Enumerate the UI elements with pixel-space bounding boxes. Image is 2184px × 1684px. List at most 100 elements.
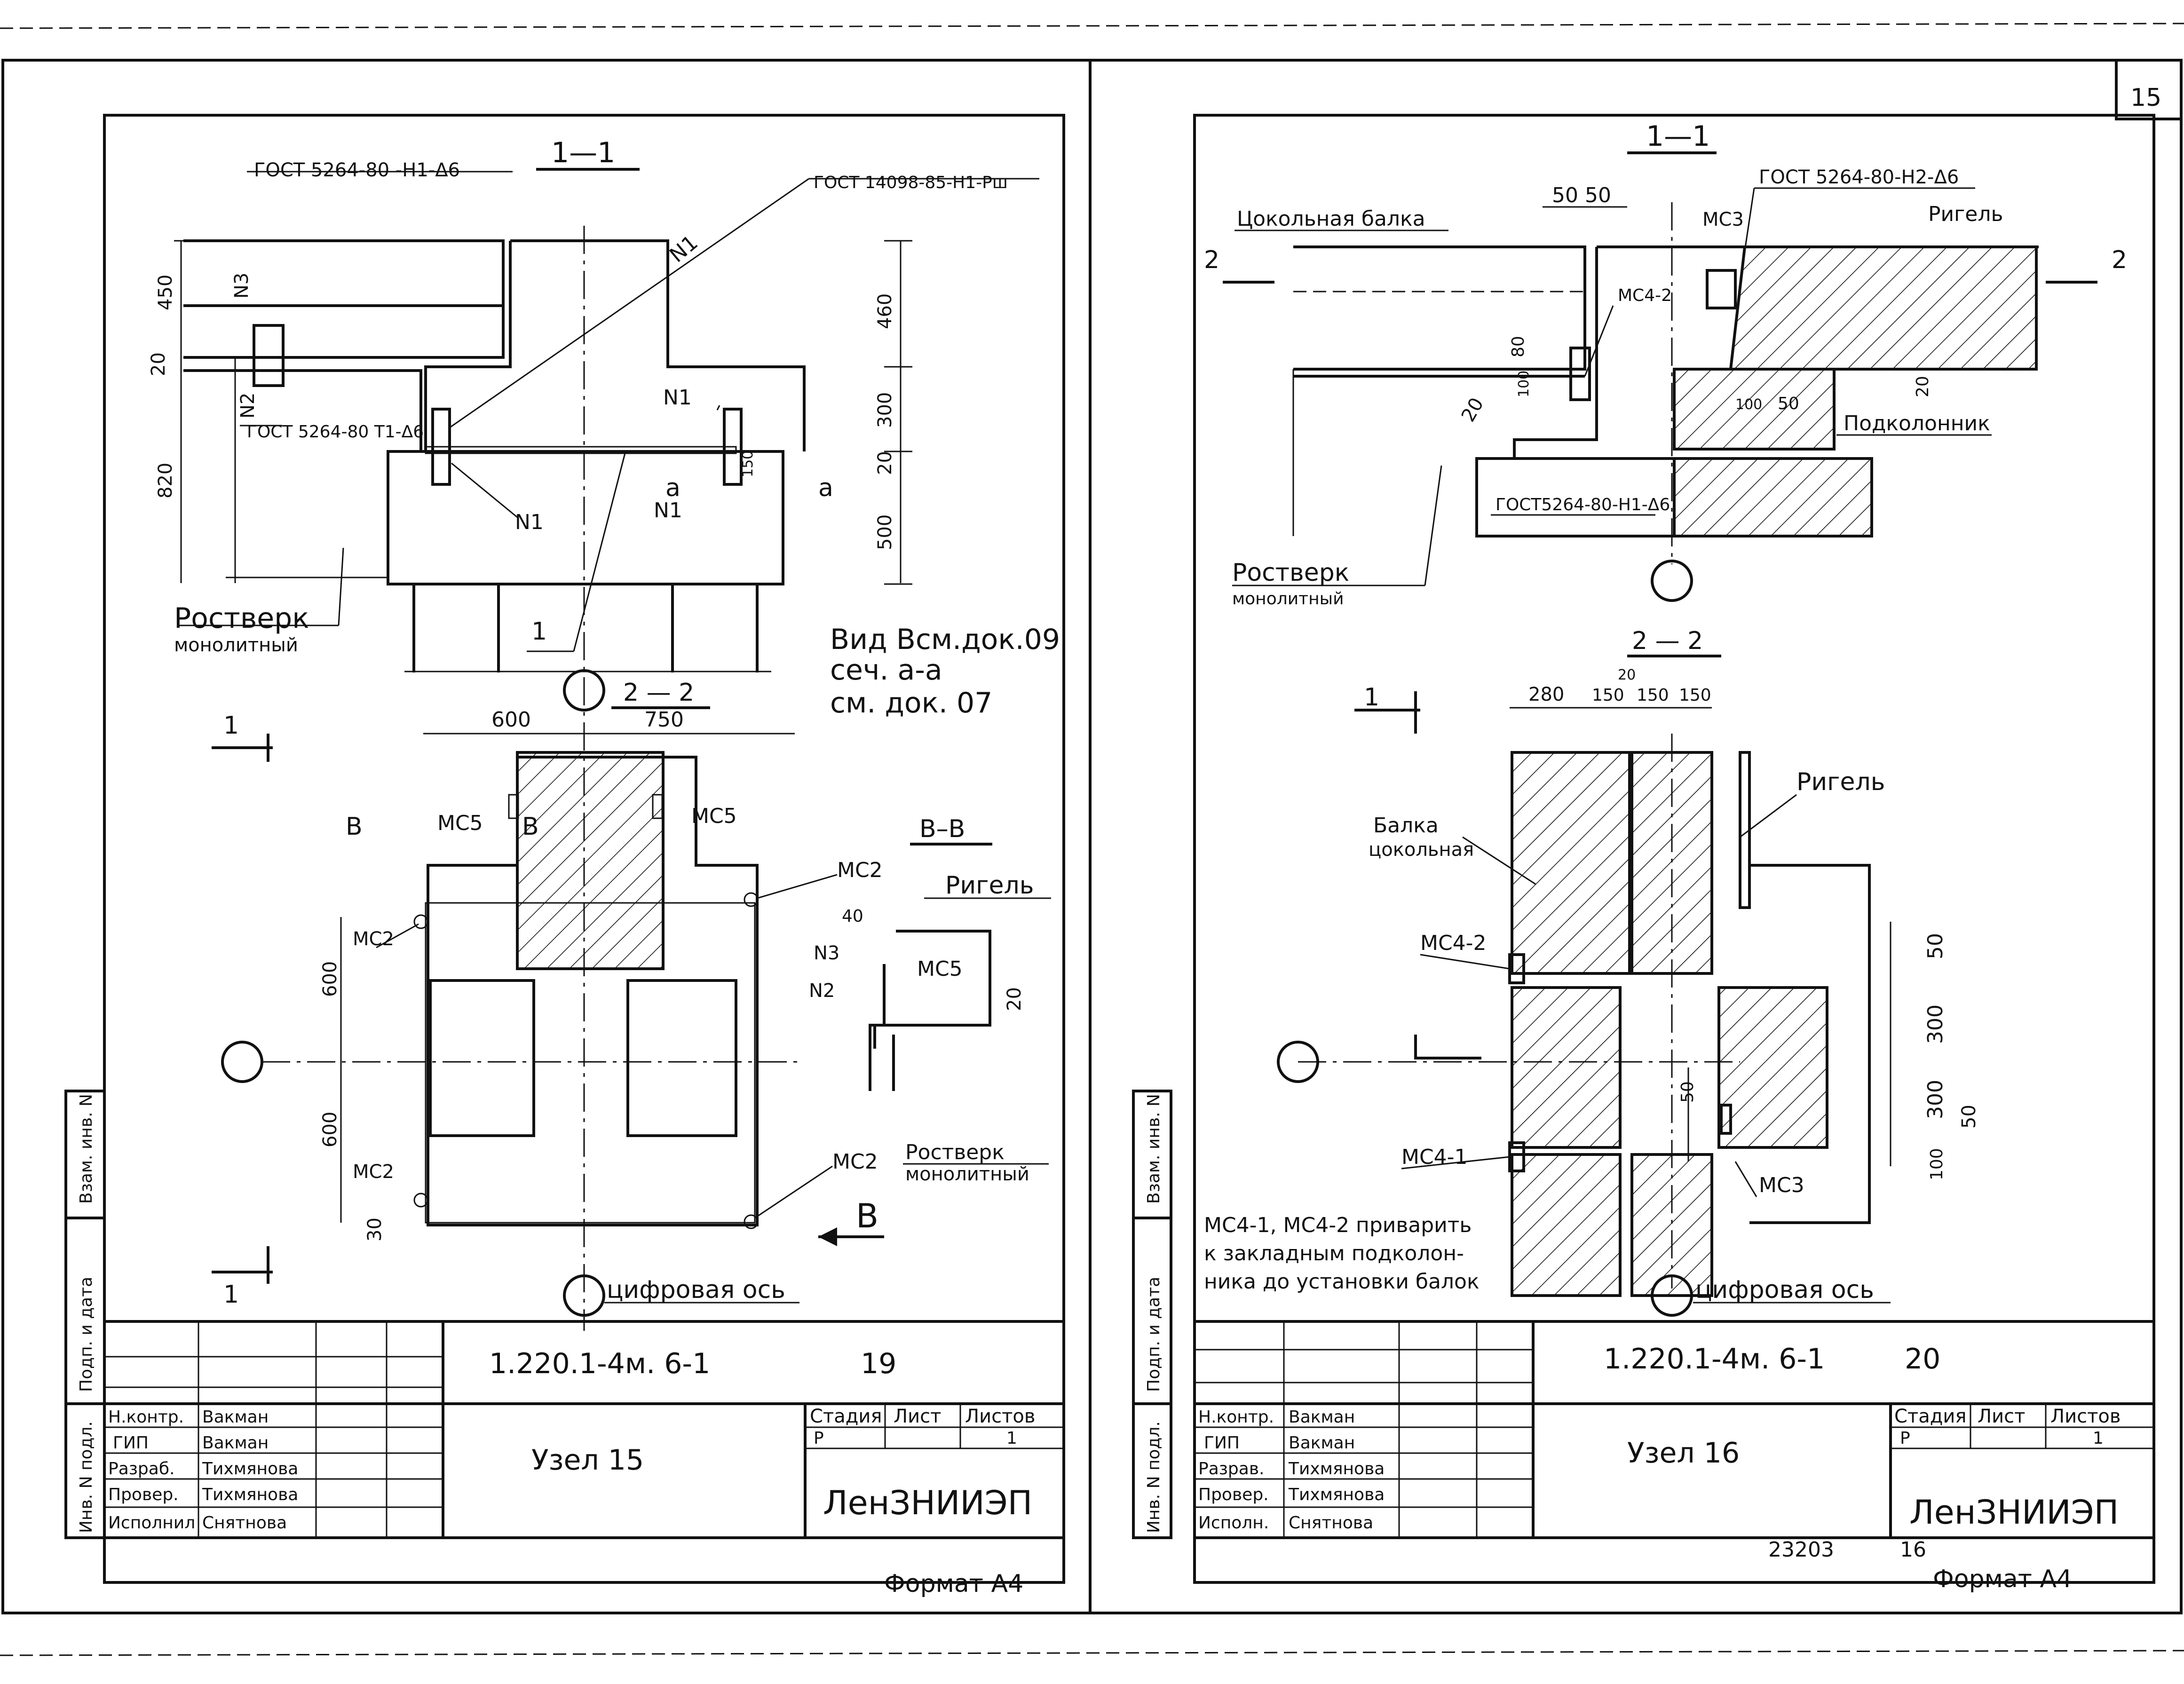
left-mc5-b: МС5 xyxy=(691,804,737,828)
right-rigel xyxy=(1729,245,2038,371)
right-row-role: ГИП xyxy=(1204,1433,1240,1453)
right-dim-50b: 50 xyxy=(1585,183,1611,207)
left-cut-1-bottom: 1 xyxy=(223,1281,239,1309)
right-mc3-plate xyxy=(1720,1104,1732,1135)
bottom-cut-line xyxy=(0,1650,2184,1656)
left-row-name: Вакман xyxy=(202,1433,269,1453)
right-note-2: к закладным подколон- xyxy=(1204,1241,1464,1265)
right-dim-50f: 50 xyxy=(1678,1081,1697,1103)
left-stamp-podp: Подп. и дата xyxy=(77,1277,96,1392)
left-n1-right: N1 xyxy=(654,498,682,522)
right-monolitny: монолитный xyxy=(1232,589,1344,609)
left-row-name: Тихмянова xyxy=(202,1459,298,1478)
right-dim-50c: 50 xyxy=(1778,394,1799,413)
left-b-b-n2: N2 xyxy=(809,980,835,1002)
right-signers: Н.контр. Вакман ГИП Вакман Разрав. Тихмя… xyxy=(1198,1407,1385,1533)
right-axis-bubble-bottom xyxy=(1651,1274,1693,1317)
left-mc2-c: МС2 xyxy=(837,858,883,882)
left-doc-code: 1.220.1-4м. 6-1 xyxy=(489,1347,710,1380)
right-cut-2-left: 2 xyxy=(1204,246,1219,274)
left-plate-n1-a xyxy=(431,408,451,486)
right-cokol-beam xyxy=(1293,245,1586,371)
right-row-name: Тихмянова xyxy=(1288,1485,1385,1504)
left-gost-3: ГОСТ 5264-80 Т1-Δ6 xyxy=(247,422,424,442)
right-note-3: ника до установки балок xyxy=(1204,1270,1480,1294)
right-stamp-vzam: Взам. инв. N xyxy=(1144,1094,1163,1204)
right-cut-1-top: 1 xyxy=(1364,683,1379,712)
right-row-name: Снятнова xyxy=(1289,1513,1373,1533)
right-balka: Балка xyxy=(1373,814,1439,838)
left-stage: Р xyxy=(814,1429,824,1448)
left-format: Формат А4 xyxy=(884,1570,1023,1598)
right-dim-300a: 300 xyxy=(1923,1004,1947,1044)
left-n1-low: N1 xyxy=(515,510,544,534)
right-dim-300b: 300 xyxy=(1923,1080,1947,1119)
left-b-mark-b: В xyxy=(522,813,539,841)
left-mc2-d: МС2 xyxy=(832,1150,878,1174)
right-axis-label: цифровая ось xyxy=(1695,1276,1874,1304)
left-plan-cell-a xyxy=(429,979,535,1137)
right-sheet-no: 20 xyxy=(1905,1343,1940,1376)
left-dim-40: 40 xyxy=(842,907,863,926)
right-dim-280: 280 xyxy=(1528,684,1564,705)
left-n3: N3 xyxy=(231,273,253,299)
left-section-b-b-label: В–В xyxy=(919,815,965,843)
left-plan-rigel xyxy=(516,751,665,970)
left-vid-note-3: см. док. 07 xyxy=(830,687,992,719)
right-page-no: 16 xyxy=(1900,1538,1926,1562)
right-plan-cell-b xyxy=(1717,986,1828,1149)
right-sheets-header: Листов xyxy=(2050,1406,2121,1427)
left-cut-1-top: 1 xyxy=(223,712,239,740)
left-vid-note-2: сеч. а-а xyxy=(830,654,942,687)
left-dim-600c: 600 xyxy=(319,1112,341,1147)
left-pile-b xyxy=(671,584,759,672)
right-axis-bubble-top xyxy=(1651,560,1693,602)
right-row-name: Вакман xyxy=(1289,1407,1355,1427)
left-sheets-header: Листов xyxy=(965,1406,1035,1427)
right-plate-mc3 xyxy=(1706,269,1737,309)
left-row-name: Тихмянова xyxy=(202,1485,298,1504)
right-stage: Р xyxy=(1900,1429,1910,1448)
left-stamp-vzam: Взам. инв. N xyxy=(77,1094,96,1204)
right-sheet-header: Лист xyxy=(1978,1406,2025,1427)
right-stage-header: Стадия xyxy=(1894,1406,1966,1427)
right-dim-50a: 50 xyxy=(1552,183,1578,207)
right-dim-100: 100 xyxy=(1516,371,1532,397)
left-n2: N2 xyxy=(237,393,259,419)
right-plan-cell-a xyxy=(1511,986,1622,1149)
right-row-role: Провер. xyxy=(1198,1485,1269,1504)
left-sheet-no: 19 xyxy=(861,1347,896,1380)
left-b-b-mc5: МС5 xyxy=(917,957,963,981)
right-rigel-plan: Ригель xyxy=(1796,768,1885,796)
left-b-b-n3: N3 xyxy=(814,942,839,964)
left-b-mark-a: В xyxy=(346,813,363,841)
left-stage-header: Стадия xyxy=(810,1406,882,1427)
left-row-role: Исполнил xyxy=(108,1513,195,1533)
left-dim-150: 150 xyxy=(740,451,756,477)
left-dim-20c: 20 xyxy=(1004,987,1025,1011)
left-beam xyxy=(183,239,505,359)
sheet-number-box xyxy=(2115,59,2183,120)
right-cokolnaya: цокольная xyxy=(1369,839,1474,861)
left-rostverk: Ростверк xyxy=(174,602,309,635)
left-drawing-frame xyxy=(103,114,1065,1584)
right-axis-bubble-side xyxy=(1277,1041,1319,1083)
right-rigel-top: Ригель xyxy=(1928,202,2003,226)
right-org: ЛенЗНИИЭП xyxy=(1909,1493,2119,1532)
right-mc4-2-top: МС4-2 xyxy=(1618,286,1672,305)
left-sheets: 1 xyxy=(1006,1429,1017,1448)
left-b-b-rigel: Ригель xyxy=(945,871,1034,900)
left-dim-30: 30 xyxy=(364,1218,386,1241)
right-dim-100b: 100 xyxy=(1735,396,1762,413)
right-format: Формат А4 xyxy=(1933,1565,2072,1593)
right-row-role: Н.контр. xyxy=(1198,1407,1274,1427)
right-cokol-balka: Цокольная балка xyxy=(1237,207,1425,231)
left-b-arrow: В xyxy=(856,1197,878,1235)
left-dim-460: 460 xyxy=(874,293,896,329)
left-row-name: Вакман xyxy=(202,1407,269,1427)
right-dim-50e: 50 xyxy=(1958,1105,1980,1129)
left-a-mark: а xyxy=(665,474,681,502)
left-n1-top: N1 xyxy=(663,386,692,410)
right-row-name: Вакман xyxy=(1289,1433,1355,1453)
